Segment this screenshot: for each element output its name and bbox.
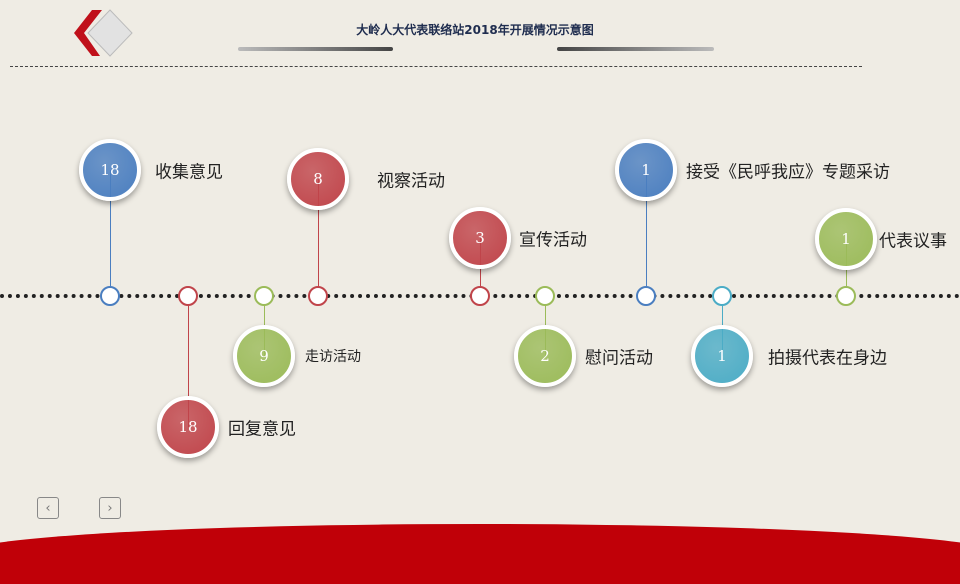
connector-line — [317, 179, 319, 296]
connector-line — [109, 170, 111, 296]
node-count-circle: 9 — [233, 325, 295, 387]
title-wing-left — [238, 47, 393, 51]
prev-button[interactable]: ‹ — [37, 497, 59, 519]
page-title: 大岭人大代表联络站2018年开展情况示意图 — [356, 23, 594, 37]
node-label: 收集意见 — [155, 162, 223, 183]
node-label: 宣传活动 — [519, 230, 587, 251]
node-label: 拍摄代表在身边 — [768, 348, 887, 369]
logo-icon — [74, 9, 133, 57]
node-label: 接受《民呼我应》专题采访 — [686, 162, 890, 183]
connector-line — [187, 296, 189, 427]
node-count-circle: 18 — [79, 139, 141, 201]
timeline-marker — [636, 286, 656, 306]
timeline-marker — [308, 286, 328, 306]
timeline-marker — [712, 286, 732, 306]
divider — [10, 66, 862, 67]
timeline-marker — [535, 286, 555, 306]
node-label: 回复意见 — [228, 419, 296, 440]
timeline-marker — [836, 286, 856, 306]
connector-line — [645, 170, 647, 296]
next-button[interactable]: › — [99, 497, 121, 519]
node-count-circle: 1 — [615, 139, 677, 201]
title-wing-right — [557, 47, 714, 51]
timeline-marker — [254, 286, 274, 306]
node-count-circle: 2 — [514, 325, 576, 387]
timeline-marker — [470, 286, 490, 306]
node-label: 走访活动 — [305, 349, 361, 365]
node-count-circle: 18 — [157, 396, 219, 458]
node-label: 代表议事 — [879, 231, 947, 252]
node-count-circle: 3 — [449, 207, 511, 269]
node-count-circle: 1 — [815, 208, 877, 270]
timeline-marker — [178, 286, 198, 306]
node-label: 视察活动 — [377, 171, 445, 192]
footer-band — [0, 524, 960, 584]
node-count-circle: 1 — [691, 325, 753, 387]
timeline-marker — [100, 286, 120, 306]
node-count-circle: 8 — [287, 148, 349, 210]
node-label: 慰问活动 — [585, 348, 653, 369]
